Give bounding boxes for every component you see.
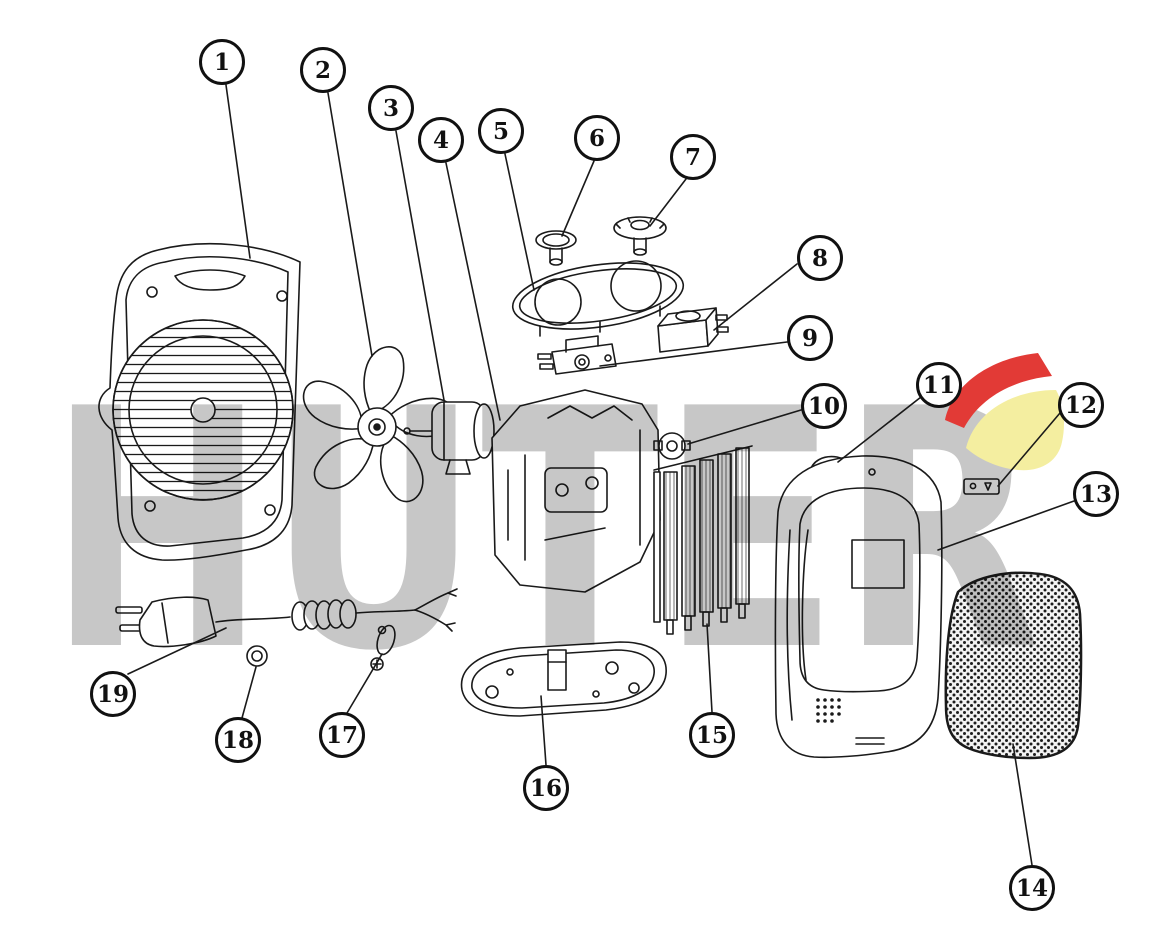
callout-18: 18 (215, 717, 261, 763)
callout-12-label: 12 (1064, 391, 1097, 419)
part-control-panel-plate (511, 260, 685, 337)
callout-2-label: 2 (314, 56, 331, 84)
callout-8-label: 8 (811, 244, 828, 272)
part-power-cord (115, 588, 458, 648)
callout-3: 3 (368, 85, 414, 131)
callout-13: 13 (1073, 471, 1119, 517)
callout-9: 9 (787, 315, 833, 361)
callout-1: 1 (199, 39, 245, 85)
callout-6: 6 (574, 115, 620, 161)
callout-11: 11 (916, 362, 962, 408)
callout-19: 19 (90, 671, 136, 717)
callout-9-label: 9 (801, 324, 818, 352)
callout-17-label: 17 (325, 721, 358, 749)
callout-3-label: 3 (382, 94, 399, 122)
callout-4: 4 (418, 117, 464, 163)
callout-11-label: 11 (922, 371, 955, 399)
callout-18-label: 18 (221, 726, 254, 754)
part-motor-mount-bushing (653, 432, 691, 460)
callout-4-label: 4 (432, 126, 449, 154)
part-front-housing-shell (774, 455, 943, 759)
callout-7-label: 7 (684, 143, 701, 171)
part-motor-bracket-frame (491, 389, 661, 593)
callout-7: 7 (670, 134, 716, 180)
callout-12: 12 (1058, 382, 1104, 428)
part-rear-housing-shell (98, 243, 301, 561)
callout-14: 14 (1009, 865, 1055, 911)
callout-10-label: 10 (807, 392, 840, 420)
callout-14-label: 14 (1015, 874, 1048, 902)
part-front-mesh-grille (944, 571, 1083, 760)
callout-16: 16 (523, 765, 569, 811)
callout-13-label: 13 (1079, 480, 1112, 508)
part-thermostat-knob (535, 230, 577, 266)
part-heating-element (653, 445, 753, 635)
callout-8: 8 (797, 235, 843, 281)
callout-1-label: 1 (213, 48, 230, 76)
callout-5-label: 5 (492, 117, 509, 145)
callout-2: 2 (300, 47, 346, 93)
part-base-plate (460, 641, 667, 717)
part-cord-anchor (370, 624, 396, 671)
part-thermal-cutoff (537, 335, 617, 375)
callout-5: 5 (478, 108, 524, 154)
callout-19-label: 19 (96, 680, 129, 708)
callout-15-label: 15 (695, 721, 728, 749)
part-washer (246, 645, 268, 667)
callout-16-label: 16 (529, 774, 562, 802)
callout-17: 17 (319, 712, 365, 758)
callout-15: 15 (689, 712, 735, 758)
part-indicator-plate (963, 478, 1000, 495)
callout-10: 10 (801, 383, 847, 429)
part-selector-knob (613, 216, 667, 256)
callout-6-label: 6 (588, 124, 605, 152)
part-rocker-switch (657, 307, 729, 353)
